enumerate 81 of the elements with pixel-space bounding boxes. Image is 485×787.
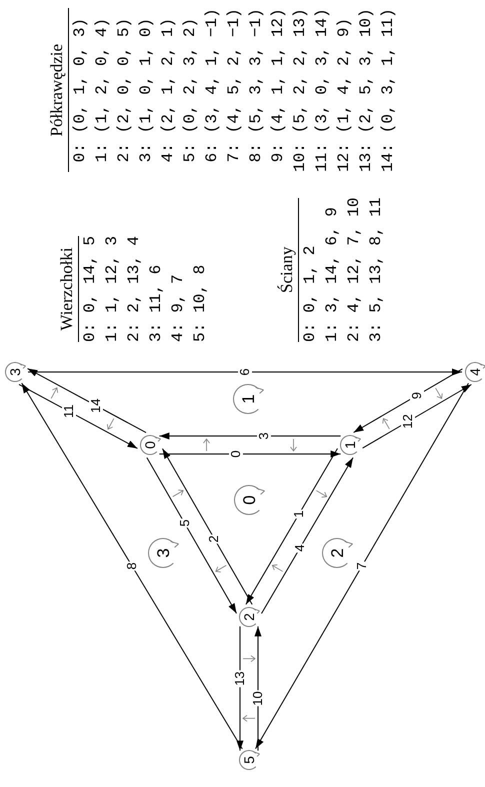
row-index: 1: (102, 322, 122, 342)
edge-label: 12 (401, 413, 416, 430)
arrow (362, 384, 472, 449)
row-value: (4, 5, 2, −1) (224, 8, 244, 134)
row-value: 5, 13, 8, 11 (366, 198, 386, 313)
table-title: Półkrawędzie (46, 44, 67, 136)
row-value: 4, 12, 7, 10 (344, 198, 364, 313)
row-value: 2, 13, 4 (124, 236, 144, 313)
edge-label: 5 (178, 518, 192, 528)
row-index: 0: (80, 322, 100, 342)
row-index: 10: (290, 143, 310, 172)
table-title: Wierzchołki (56, 247, 77, 331)
edge-label: 7 (355, 561, 369, 571)
table-title: Ściany (276, 246, 297, 293)
edge-label: 0 (228, 449, 242, 459)
row-index: 4: (158, 143, 178, 164)
row-value: (2, 0, 0, 5) (114, 16, 134, 134)
arrow (255, 382, 469, 750)
row-value: (5, 2, 2, 13) (290, 8, 310, 134)
row-index: 4: (168, 322, 188, 342)
row-value: (2, 5, 3, 10) (356, 8, 376, 134)
arrow (353, 368, 463, 433)
arrow (158, 432, 342, 440)
arrow (28, 368, 462, 376)
edge-label: 10 (251, 690, 265, 707)
row-index: 11: (312, 143, 332, 172)
edge-label: 8 (125, 561, 139, 571)
row-value: 9, 7 (168, 273, 188, 313)
row-index: 5: (180, 143, 200, 164)
row-value: (0, 3, 1, 11) (378, 8, 398, 134)
row-index: 13: (356, 143, 376, 172)
row-index: 0: (70, 143, 90, 164)
row-value: 0, 14, 5 (80, 236, 100, 313)
row-value: (5, 3, 3, −1) (246, 8, 266, 134)
row-value: (4, 1, 1, 12) (268, 8, 288, 134)
edge-label: 13 (233, 670, 247, 687)
row-index: 2: (114, 143, 134, 164)
arrow (21, 382, 243, 750)
row-index: 14: (378, 143, 398, 172)
row-index: 3: (366, 322, 386, 342)
row-index: 5: (190, 322, 210, 342)
row-index: 7: (224, 143, 244, 164)
arrow (254, 626, 262, 752)
arrow (261, 457, 354, 614)
row-value: (1, 2, 0, 4) (92, 16, 112, 134)
edge-label: 4 (292, 543, 307, 553)
row-value: (1, 4, 2, 9) (334, 16, 354, 134)
row-value: 10, 8 (190, 264, 210, 313)
row-index: 6: (202, 143, 222, 164)
arrow (162, 448, 253, 605)
row-index: 9: (268, 143, 288, 164)
arrow (18, 384, 138, 449)
arrow (158, 450, 342, 458)
row-value: (1, 0, 1, 0) (136, 16, 156, 134)
edge-label: 9 (410, 391, 424, 400)
row-value: 0, 1, 2 (300, 244, 320, 313)
row-index: 1: (92, 143, 112, 164)
row-index: 2: (124, 322, 144, 342)
arrow (246, 448, 338, 605)
row-value: 1, 12, 3 (102, 236, 122, 313)
row-value: (3, 0, 3, 14) (312, 8, 332, 134)
row-value: (0, 1, 0, 3) (70, 16, 90, 134)
row-index: 1: (322, 322, 342, 342)
row-value: (3, 4, 1, −1) (202, 8, 222, 134)
row-value: 11, 6 (146, 264, 166, 313)
row-index: 12: (334, 143, 354, 172)
row-index: 3: (136, 143, 156, 164)
row-value: 3, 14, 6, 9 (322, 206, 342, 313)
row-value: (2, 1, 2, 1) (158, 16, 178, 134)
edge-label: 11 (62, 404, 76, 420)
edge-label: 3 (257, 431, 272, 441)
row-index: 2: (344, 322, 364, 342)
arrow (146, 457, 238, 614)
edge-label: 14 (89, 397, 104, 414)
row-value: (0, 2, 3, 2) (180, 16, 200, 134)
row-index: 0: (300, 322, 320, 342)
row-index: 3: (146, 322, 166, 342)
edge-label: 6 (238, 367, 252, 377)
arrow (236, 626, 244, 752)
arrow (27, 368, 147, 434)
row-index: 8: (246, 143, 266, 164)
